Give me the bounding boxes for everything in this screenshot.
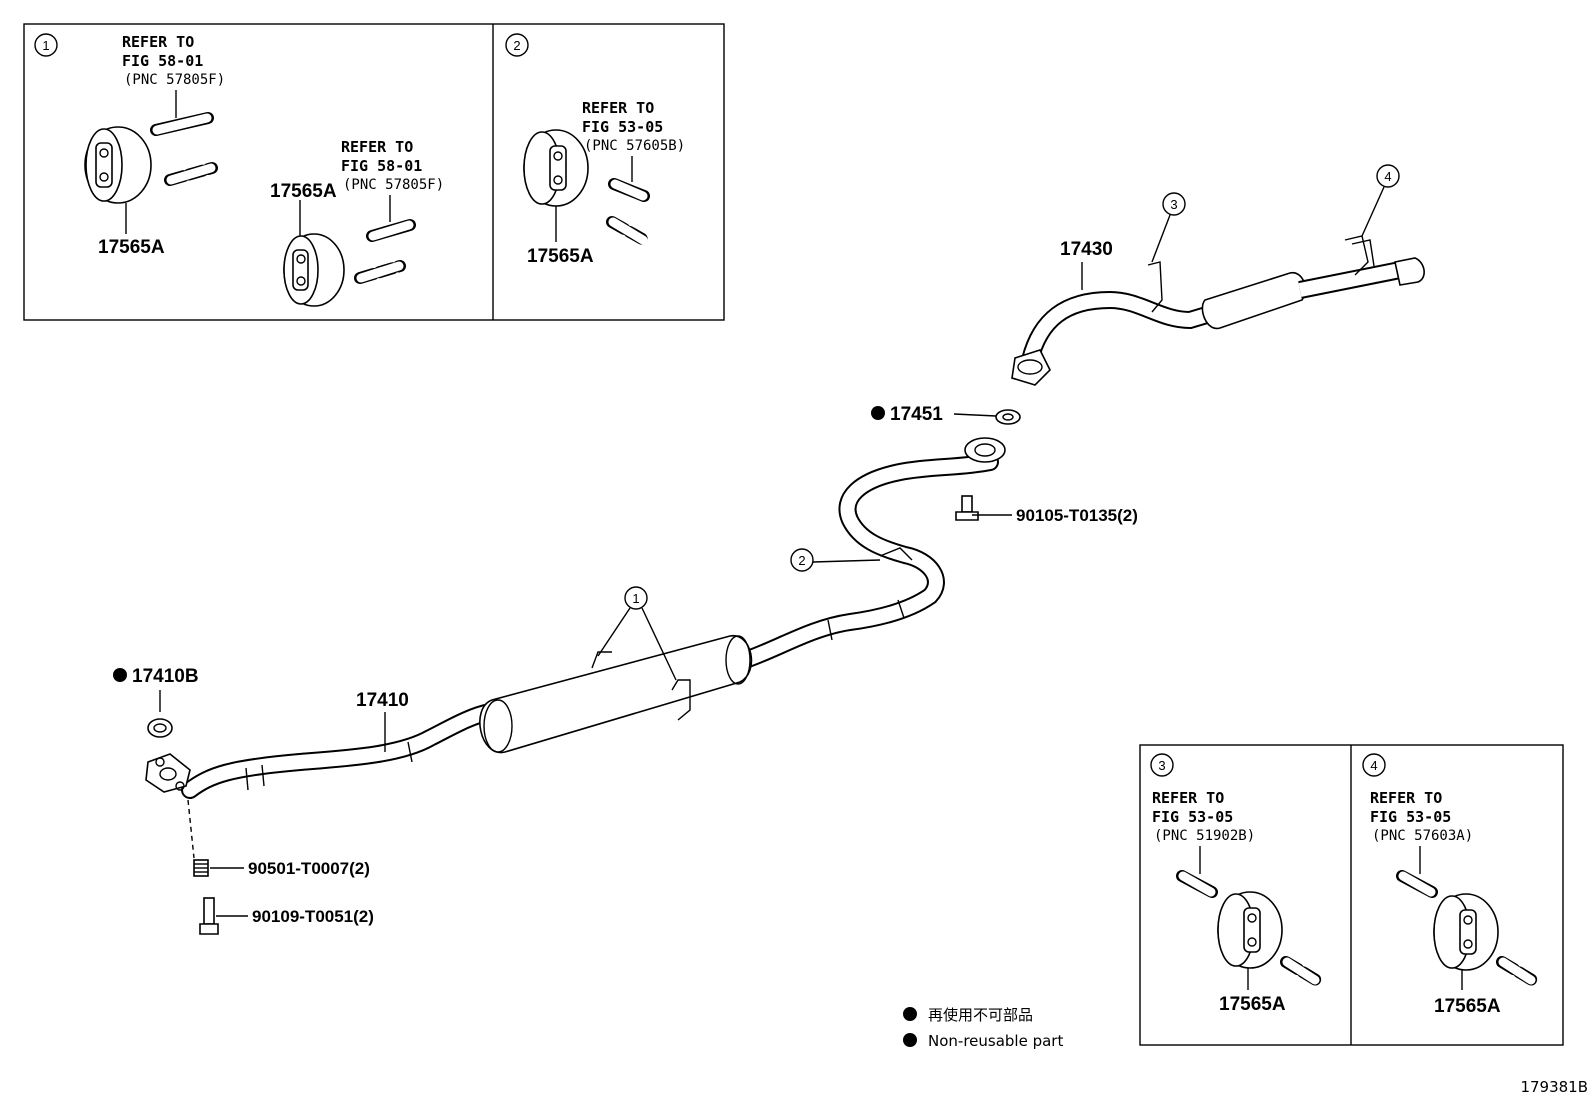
inset-3: 3 REFER TO FIG 53-05 (PNC 51902B) 17565A: [1150, 753, 1322, 1015]
legend-dot: [903, 1007, 917, 1021]
part-17451-label: 17451: [890, 404, 943, 425]
non-reusable-mark: [113, 668, 127, 682]
tail-pipe-assembly: [1011, 235, 1425, 386]
part-90109-t0051-label: 90109-T0051(2): [252, 907, 374, 926]
inset-box-3-4: [1139, 744, 1564, 1046]
part-17410-label: 17410: [356, 690, 409, 711]
bolt-icon: [199, 897, 219, 935]
center-exhaust-pipe: [145, 437, 1006, 799]
refer-to-label: REFER TO: [122, 33, 194, 51]
callout-4-label: 4: [1384, 169, 1391, 184]
fig-ref-label: FIG 53-05: [1152, 808, 1233, 826]
legend: 再使用不可部品 Non-reusable part: [903, 1006, 1063, 1050]
legend-dot: [903, 1033, 917, 1047]
inset-4: 4 REFER TO FIG 53-05 (PNC 57603A) 17565A: [1362, 753, 1538, 1017]
refer-to-label: REFER TO: [341, 138, 413, 156]
callout-1-label: 1: [632, 591, 639, 606]
inset-number-2: [505, 33, 529, 57]
hanger-rubber-icon: [84, 126, 152, 204]
pnc-label: (PNC 57605B): [584, 138, 685, 154]
callout-2: [790, 548, 814, 572]
inset-number-3: [1150, 753, 1174, 777]
pnc-label: (PNC 57805F): [124, 72, 225, 88]
hanger-pin-icon: [354, 219, 416, 284]
hanger-rubber-icon: [283, 233, 345, 307]
refer-to-label: REFER TO: [582, 99, 654, 117]
legend-japanese: 再使用不可部品: [928, 1006, 1033, 1024]
fig-ref-label: FIG 53-05: [1370, 808, 1451, 826]
fig-ref-label: FIG 58-01: [341, 157, 422, 175]
part-90105-t0135-label: 90105-T0135(2): [1016, 506, 1138, 525]
hanger-pin-icon: [1176, 870, 1322, 986]
fig-ref-label: FIG 53-05: [582, 118, 663, 136]
non-reusable-mark: [871, 406, 885, 420]
refer-to-label: REFER TO: [1370, 789, 1442, 807]
pnc-label: (PNC 51902B): [1154, 828, 1255, 844]
inset-number-2-label: 2: [513, 38, 520, 53]
main-muffler: [479, 635, 753, 754]
callout-1: [624, 586, 648, 610]
part-17565a-label: 17565A: [1219, 994, 1286, 1015]
diagram-id: 179381B: [1520, 1078, 1588, 1096]
inset-number-4-label: 4: [1370, 758, 1377, 773]
flange: [1011, 349, 1051, 386]
fig-ref-label: FIG 58-01: [122, 52, 203, 70]
inset-1: 1 REFER TO FIG 58-01 (PNC 57805F) 17565A…: [34, 33, 444, 307]
inset-number-4: [1362, 753, 1386, 777]
pnc-label: (PNC 57805F): [343, 177, 444, 193]
compression-spring-icon: [193, 859, 209, 877]
hanger-rubber-icon: [1217, 891, 1283, 969]
callout-3-label: 3: [1170, 197, 1177, 212]
part-17565a-label: 17565A: [1434, 996, 1501, 1017]
hanger-rubber-icon: [523, 129, 589, 207]
rear-flange: [964, 437, 1006, 463]
callout-3: [1162, 192, 1186, 216]
gasket-17410b: [147, 718, 173, 738]
callout-4: [1376, 164, 1400, 188]
pnc-label: (PNC 57603A): [1372, 828, 1473, 844]
gasket-17451: [995, 409, 1021, 425]
part-17565a-label: 17565A: [527, 246, 594, 267]
part-90501-t0007-label: 90501-T0007(2): [248, 859, 370, 878]
front-flange: [145, 753, 191, 793]
inset-2: 2 REFER TO FIG 53-05 (PNC 57605B) 17565A: [505, 33, 685, 267]
inset-box-1-2: [23, 23, 725, 321]
inset-number-1-label: 1: [42, 38, 49, 53]
part-17565a-label: 17565A: [270, 181, 337, 202]
inset-number-3-label: 3: [1158, 758, 1165, 773]
hanger-pin-icon: [1396, 870, 1538, 986]
legend-english: Non-reusable part: [928, 1032, 1063, 1050]
part-17430-label: 17430: [1060, 239, 1113, 260]
callout-2-label: 2: [798, 553, 805, 568]
hanger-pin-icon: [150, 112, 218, 186]
flange-bolt-icon: [955, 495, 979, 521]
part-17410b-label: 17410B: [132, 666, 199, 687]
refer-to-label: REFER TO: [1152, 789, 1224, 807]
part-17565a-label: 17565A: [98, 237, 165, 258]
hanger-pin-icon: [606, 178, 650, 246]
sub-muffler: [1201, 272, 1306, 330]
hanger-rubber-icon: [1433, 893, 1499, 971]
inset-number-1: [34, 33, 58, 57]
